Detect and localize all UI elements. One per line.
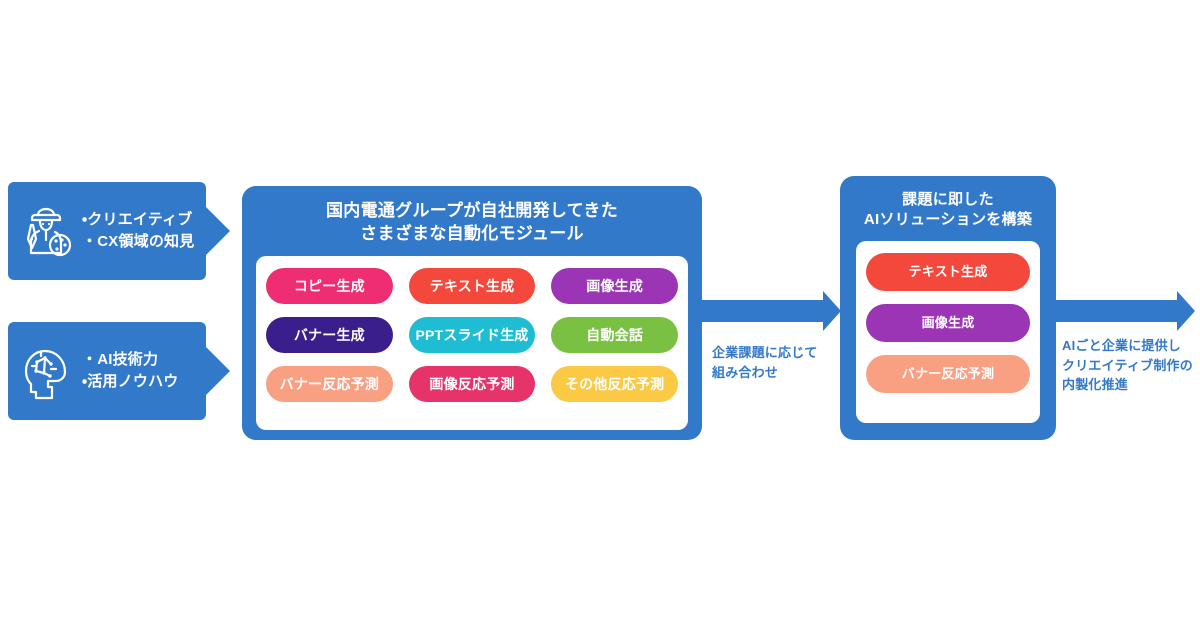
module-pill[interactable]: 画像反応予測	[408, 365, 536, 402]
module-pill[interactable]: PPTスライド生成	[408, 316, 536, 353]
source-box-creative: ・クリエイティブ ・CX領域の知見	[8, 182, 206, 280]
source-box-creative-text: ・クリエイティブ ・CX領域の知見	[82, 209, 194, 253]
source-arrow-ai-icon	[206, 347, 230, 395]
connector-caption-1: 企業課題に応じて 組み合わせ	[712, 343, 818, 382]
source-arrow-creative-icon	[206, 207, 230, 255]
module-pill[interactable]: バナー生成	[266, 316, 393, 353]
main-panel-title: 国内電通グループが自社開発してきた さまざまな自動化モジュール	[242, 186, 702, 256]
module-pill-grid: コピー生成 バナー生成 バナー反応予測 テキスト生成 PPTスライド生成 画像反…	[266, 267, 678, 402]
module-pill[interactable]: コピー生成	[266, 267, 393, 304]
solution-panel-title-line2: AIソリューションを構築	[863, 211, 1033, 229]
connector-caption-1-line2: 組み合わせ	[712, 364, 779, 380]
module-pill[interactable]: その他反応予測	[551, 365, 678, 402]
connector-caption-1-line1: 企業課題に応じて	[712, 345, 818, 360]
module-pill[interactable]: 自動会話	[551, 316, 678, 353]
module-pill[interactable]: テキスト生成	[408, 267, 536, 304]
solution-pill[interactable]: バナー反応予測	[866, 354, 1030, 393]
source-box-ai-text: ・AI技術力 ・活用ノウハウ	[82, 349, 179, 393]
connector-arrow-1-icon	[702, 291, 841, 331]
main-panel-title-line2: さまざまな自動化モジュール	[360, 223, 584, 243]
source-line-1: ・AI技術力	[82, 351, 159, 369]
creative-artist-icon	[18, 198, 80, 264]
ai-brain-head-icon	[18, 338, 80, 404]
connector-arrow-2-icon	[1056, 291, 1195, 331]
solution-panel-title: 課題に即した AIソリューションを構築	[840, 176, 1056, 241]
main-panel-inner: コピー生成 バナー生成 バナー反応予測 テキスト生成 PPTスライド生成 画像反…	[256, 255, 688, 430]
connector-caption-2-line2: クリエイティブ制作の	[1062, 357, 1193, 373]
module-column-2: テキスト生成 PPTスライド生成 画像反応予測	[408, 267, 536, 402]
module-pill[interactable]: 画像生成	[551, 267, 678, 304]
module-column-1: コピー生成 バナー生成 バナー反応予測	[266, 267, 393, 402]
connector-caption-2: AIごと企業に提供し クリエイティブ制作の 内製化推進	[1062, 336, 1193, 395]
solution-panel-inner: テキスト生成 画像生成 バナー反応予測	[856, 240, 1040, 423]
connector-caption-2-line3: 内製化推進	[1062, 377, 1129, 392]
source-line-1: ・クリエイティブ	[82, 211, 193, 229]
solution-panel: 課題に即した AIソリューションを構築 テキスト生成 画像生成 バナー反応予測	[840, 176, 1056, 440]
source-line-2: ・活用ノウハウ	[82, 373, 179, 390]
main-module-panel: 国内電通グループが自社開発してきた さまざまな自動化モジュール コピー生成 バナ…	[242, 186, 702, 440]
solution-panel-title-line1: 課題に即した	[902, 191, 994, 208]
module-pill[interactable]: バナー反応予測	[266, 365, 393, 402]
main-panel-title-line1: 国内電通グループが自社開発してきた	[325, 201, 619, 220]
solution-pill-list: テキスト生成 画像生成 バナー反応予測	[866, 252, 1030, 393]
connector-caption-2-line1: AIごと企業に提供し	[1062, 338, 1182, 353]
source-box-ai: ・AI技術力 ・活用ノウハウ	[8, 322, 206, 420]
solution-pill[interactable]: テキスト生成	[866, 252, 1030, 291]
source-line-2: ・CX領域の知見	[82, 233, 195, 250]
module-column-3: 画像生成 自動会話 その他反応予測	[551, 267, 678, 402]
solution-pill[interactable]: 画像生成	[866, 303, 1030, 342]
